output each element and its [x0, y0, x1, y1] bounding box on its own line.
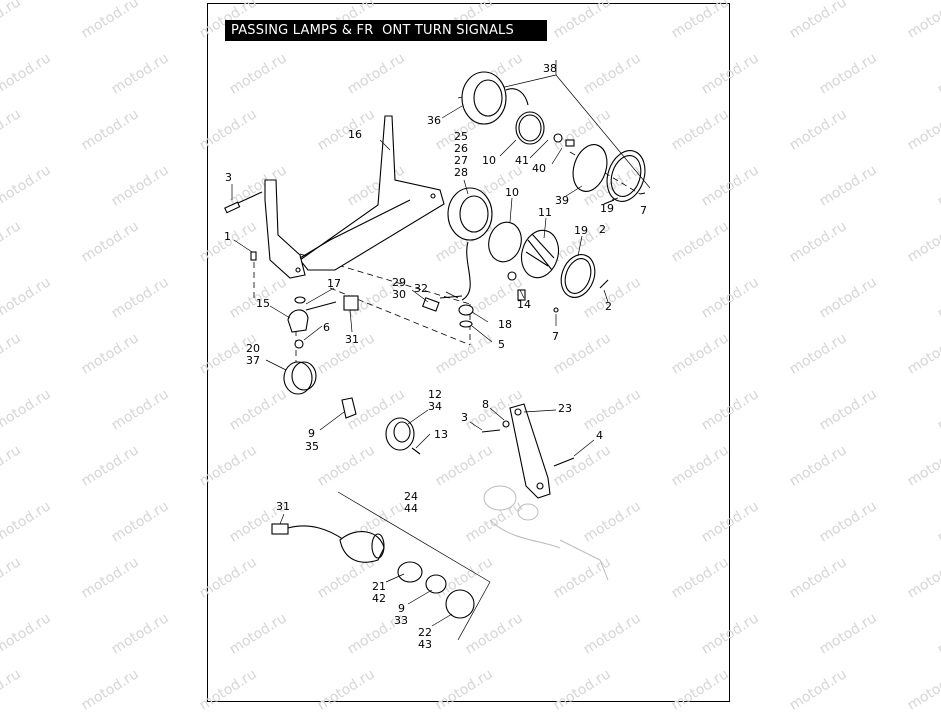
faded-parts	[483, 485, 609, 581]
diagram-title: PASSING LAMPS & FR ONT TURN SIGNALS	[225, 20, 547, 41]
callout-29: 29	[392, 276, 406, 289]
screw-1	[250, 251, 257, 261]
callout-35: 35	[305, 440, 319, 453]
callout-7: 7	[640, 204, 647, 217]
screw-3	[224, 191, 263, 214]
bracket-23	[509, 403, 551, 499]
callout-5: 5	[498, 338, 505, 351]
callout-19: 19	[600, 202, 614, 215]
callout-32: 32	[414, 282, 428, 295]
callout-39: 39	[555, 194, 569, 207]
callout-23: 23	[558, 402, 572, 415]
passing-lamp-upper	[461, 71, 646, 205]
bulb-9	[341, 397, 357, 419]
callout-19b: 19	[574, 224, 588, 237]
callout-34: 34	[428, 400, 442, 413]
callout-41: 41	[515, 154, 529, 167]
callout-11: 11	[538, 206, 552, 219]
callout-10b: 10	[505, 186, 519, 199]
callout-43: 43	[418, 638, 432, 651]
callout-labels: 38 36 10 41 40 39 19 7 2 25 26 27 28 16 …	[224, 62, 647, 651]
callout-9b: 9	[398, 602, 405, 615]
callout-25: 25	[454, 130, 468, 143]
group-bracket-24-44	[337, 491, 491, 641]
washer-8	[502, 420, 510, 428]
part-18	[458, 304, 474, 316]
lens-12-34	[385, 417, 415, 451]
callout-3: 3	[225, 171, 232, 184]
screw-4	[553, 457, 575, 467]
callout-31: 31	[345, 333, 359, 346]
mounting-bracket	[264, 115, 445, 279]
callout-30: 30	[392, 288, 406, 301]
wire-32	[439, 295, 463, 299]
callout-2b: 2	[605, 300, 612, 313]
callout-20: 20	[246, 342, 260, 355]
callout-13: 13	[434, 428, 448, 441]
callout-1: 1	[224, 230, 231, 243]
callout-28: 28	[454, 166, 468, 179]
leader-lines	[231, 105, 619, 627]
callout-14: 14	[517, 298, 531, 311]
callout-33: 33	[394, 614, 408, 627]
callout-37: 37	[246, 354, 260, 367]
callout-15: 15	[256, 297, 270, 310]
callout-8: 8	[482, 398, 489, 411]
callout-27: 27	[454, 154, 468, 167]
callout-16: 16	[348, 128, 362, 141]
diagram-frame	[207, 3, 730, 702]
screw-13	[411, 447, 421, 455]
callout-9: 9	[308, 427, 315, 440]
callout-26: 26	[454, 142, 468, 155]
washer-5	[459, 320, 473, 328]
callout-10: 10	[482, 154, 496, 167]
turn-signal-lower	[271, 523, 475, 619]
callout-12: 12	[428, 388, 442, 401]
callout-21: 21	[372, 580, 386, 593]
screw-3b	[481, 429, 501, 433]
callout-40: 40	[532, 162, 546, 175]
callout-36: 36	[427, 114, 441, 127]
callout-44: 44	[404, 502, 418, 515]
callout-6: 6	[323, 321, 330, 334]
callout-42: 42	[372, 592, 386, 605]
callout-2: 2	[599, 223, 606, 236]
callout-4: 4	[596, 429, 603, 442]
callout-7b: 7	[552, 330, 559, 343]
passing-lamp-lower	[447, 187, 609, 313]
callout-24: 24	[404, 490, 418, 503]
callout-22: 22	[418, 626, 432, 639]
turn-signal-mount-upper	[283, 295, 359, 395]
callout-31b: 31	[276, 500, 290, 513]
callout-17: 17	[327, 277, 341, 290]
callout-3b: 3	[461, 411, 468, 424]
callout-18: 18	[498, 318, 512, 331]
callout-38: 38	[543, 62, 557, 75]
